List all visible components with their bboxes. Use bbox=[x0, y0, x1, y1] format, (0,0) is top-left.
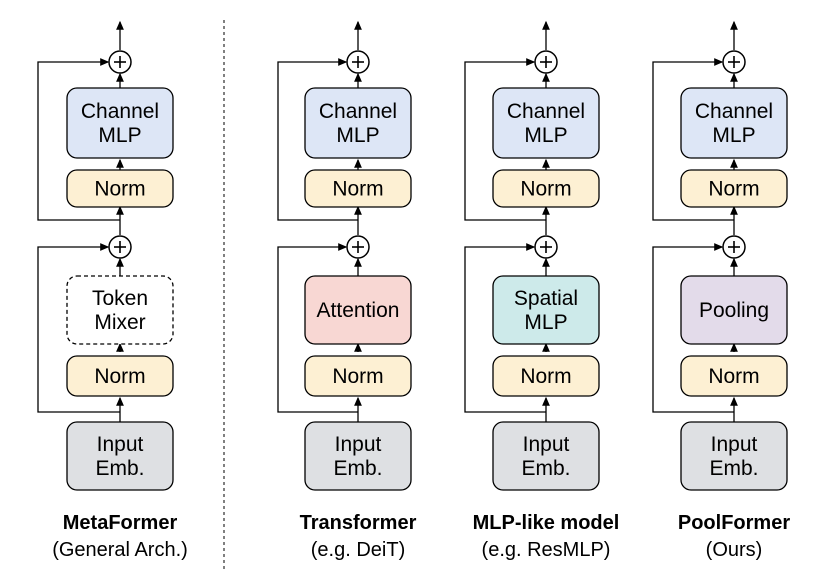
channel-mlp-box-label: Channel bbox=[319, 100, 397, 123]
residual-connection bbox=[464, 58, 546, 221]
norm-box-bottom bbox=[304, 355, 412, 397]
residual-connection bbox=[652, 58, 734, 221]
channel-mlp-box-label: Channel bbox=[695, 100, 773, 123]
input-embedding-box-label: Emb. bbox=[333, 457, 382, 480]
token-mixer-box bbox=[492, 275, 600, 345]
norm-box-bottom bbox=[66, 355, 174, 397]
token-mixer-box-label: Attention bbox=[317, 299, 400, 322]
channel-mlp-box bbox=[66, 87, 174, 159]
token-mixer-box bbox=[304, 275, 412, 345]
channel-mlp-box-label: MLP bbox=[336, 124, 379, 147]
token-mixer-box-label: Mixer bbox=[94, 311, 145, 334]
channel-mlp-box bbox=[304, 87, 412, 159]
token-mixer-box-label: MLP bbox=[524, 311, 567, 334]
residual-connection bbox=[277, 243, 358, 413]
input-embedding-box bbox=[304, 421, 412, 491]
input-embedding-box-label: Emb. bbox=[95, 457, 144, 480]
channel-mlp-box-label: MLP bbox=[524, 124, 567, 147]
residual-connection bbox=[37, 58, 120, 221]
norm-box-bottom-label: Norm bbox=[332, 365, 383, 388]
input-embedding-box-label: Input bbox=[711, 433, 758, 456]
norm-box-top-label: Norm bbox=[94, 178, 145, 201]
norm-box-bottom-label: Norm bbox=[520, 365, 571, 388]
channel-mlp-box-label: Channel bbox=[81, 100, 159, 123]
token-mixer-box bbox=[66, 275, 174, 345]
norm-box-top-label: Norm bbox=[520, 178, 571, 201]
token-mixer-box-label: Pooling bbox=[699, 299, 769, 322]
norm-box-bottom bbox=[680, 355, 788, 397]
column-poolformer: ChannelMLPNormPoolingNormInputEmb.PoolFo… bbox=[652, 20, 790, 561]
norm-box-bottom bbox=[492, 355, 600, 397]
input-embedding-box-label: Input bbox=[97, 433, 144, 456]
norm-box-top bbox=[680, 169, 788, 208]
norm-box-top bbox=[304, 169, 412, 208]
channel-mlp-box-label: Channel bbox=[507, 100, 585, 123]
norm-box-top bbox=[492, 169, 600, 208]
norm-box-top-label: Norm bbox=[332, 178, 383, 201]
column-subtitle: (e.g. DeiT) bbox=[311, 539, 405, 561]
column-title: Transformer bbox=[300, 512, 417, 534]
column-subtitle: (e.g. ResMLP) bbox=[482, 539, 611, 561]
residual-connection bbox=[277, 58, 358, 221]
column-mlp-like: ChannelMLPNormSpatialMLPNormInputEmb.MLP… bbox=[464, 20, 620, 561]
norm-box-bottom-label: Norm bbox=[708, 365, 759, 388]
column-subtitle: (Ours) bbox=[706, 539, 763, 561]
input-embedding-box bbox=[492, 421, 600, 491]
token-mixer-box-label: Spatial bbox=[514, 287, 578, 310]
channel-mlp-box bbox=[680, 87, 788, 159]
input-embedding-box-label: Input bbox=[523, 433, 570, 456]
column-title: PoolFormer bbox=[678, 512, 790, 534]
column-transformer: ChannelMLPNormAttentionNormInputEmb.Tran… bbox=[277, 20, 417, 561]
channel-mlp-box-label: MLP bbox=[98, 124, 141, 147]
token-mixer-box bbox=[680, 275, 788, 345]
residual-connection bbox=[652, 243, 734, 413]
norm-box-top bbox=[66, 169, 174, 208]
input-embedding-box bbox=[66, 421, 174, 491]
column-title: MetaFormer bbox=[63, 512, 178, 534]
channel-mlp-box-label: MLP bbox=[712, 124, 755, 147]
norm-box-top-label: Norm bbox=[708, 178, 759, 201]
input-embedding-box-label: Emb. bbox=[709, 457, 758, 480]
residual-connection bbox=[464, 243, 546, 413]
channel-mlp-box bbox=[492, 87, 600, 159]
norm-box-bottom-label: Norm bbox=[94, 365, 145, 388]
column-title: MLP-like model bbox=[473, 512, 620, 534]
input-embedding-box-label: Emb. bbox=[521, 457, 570, 480]
input-embedding-box-label: Input bbox=[335, 433, 382, 456]
input-embedding-box bbox=[680, 421, 788, 491]
column-metaformer: ChannelMLPNormTokenMixerNormInputEmb.Met… bbox=[37, 20, 188, 561]
column-subtitle: (General Arch.) bbox=[52, 539, 188, 561]
residual-connection bbox=[37, 243, 120, 413]
token-mixer-box-label: Token bbox=[92, 287, 148, 310]
